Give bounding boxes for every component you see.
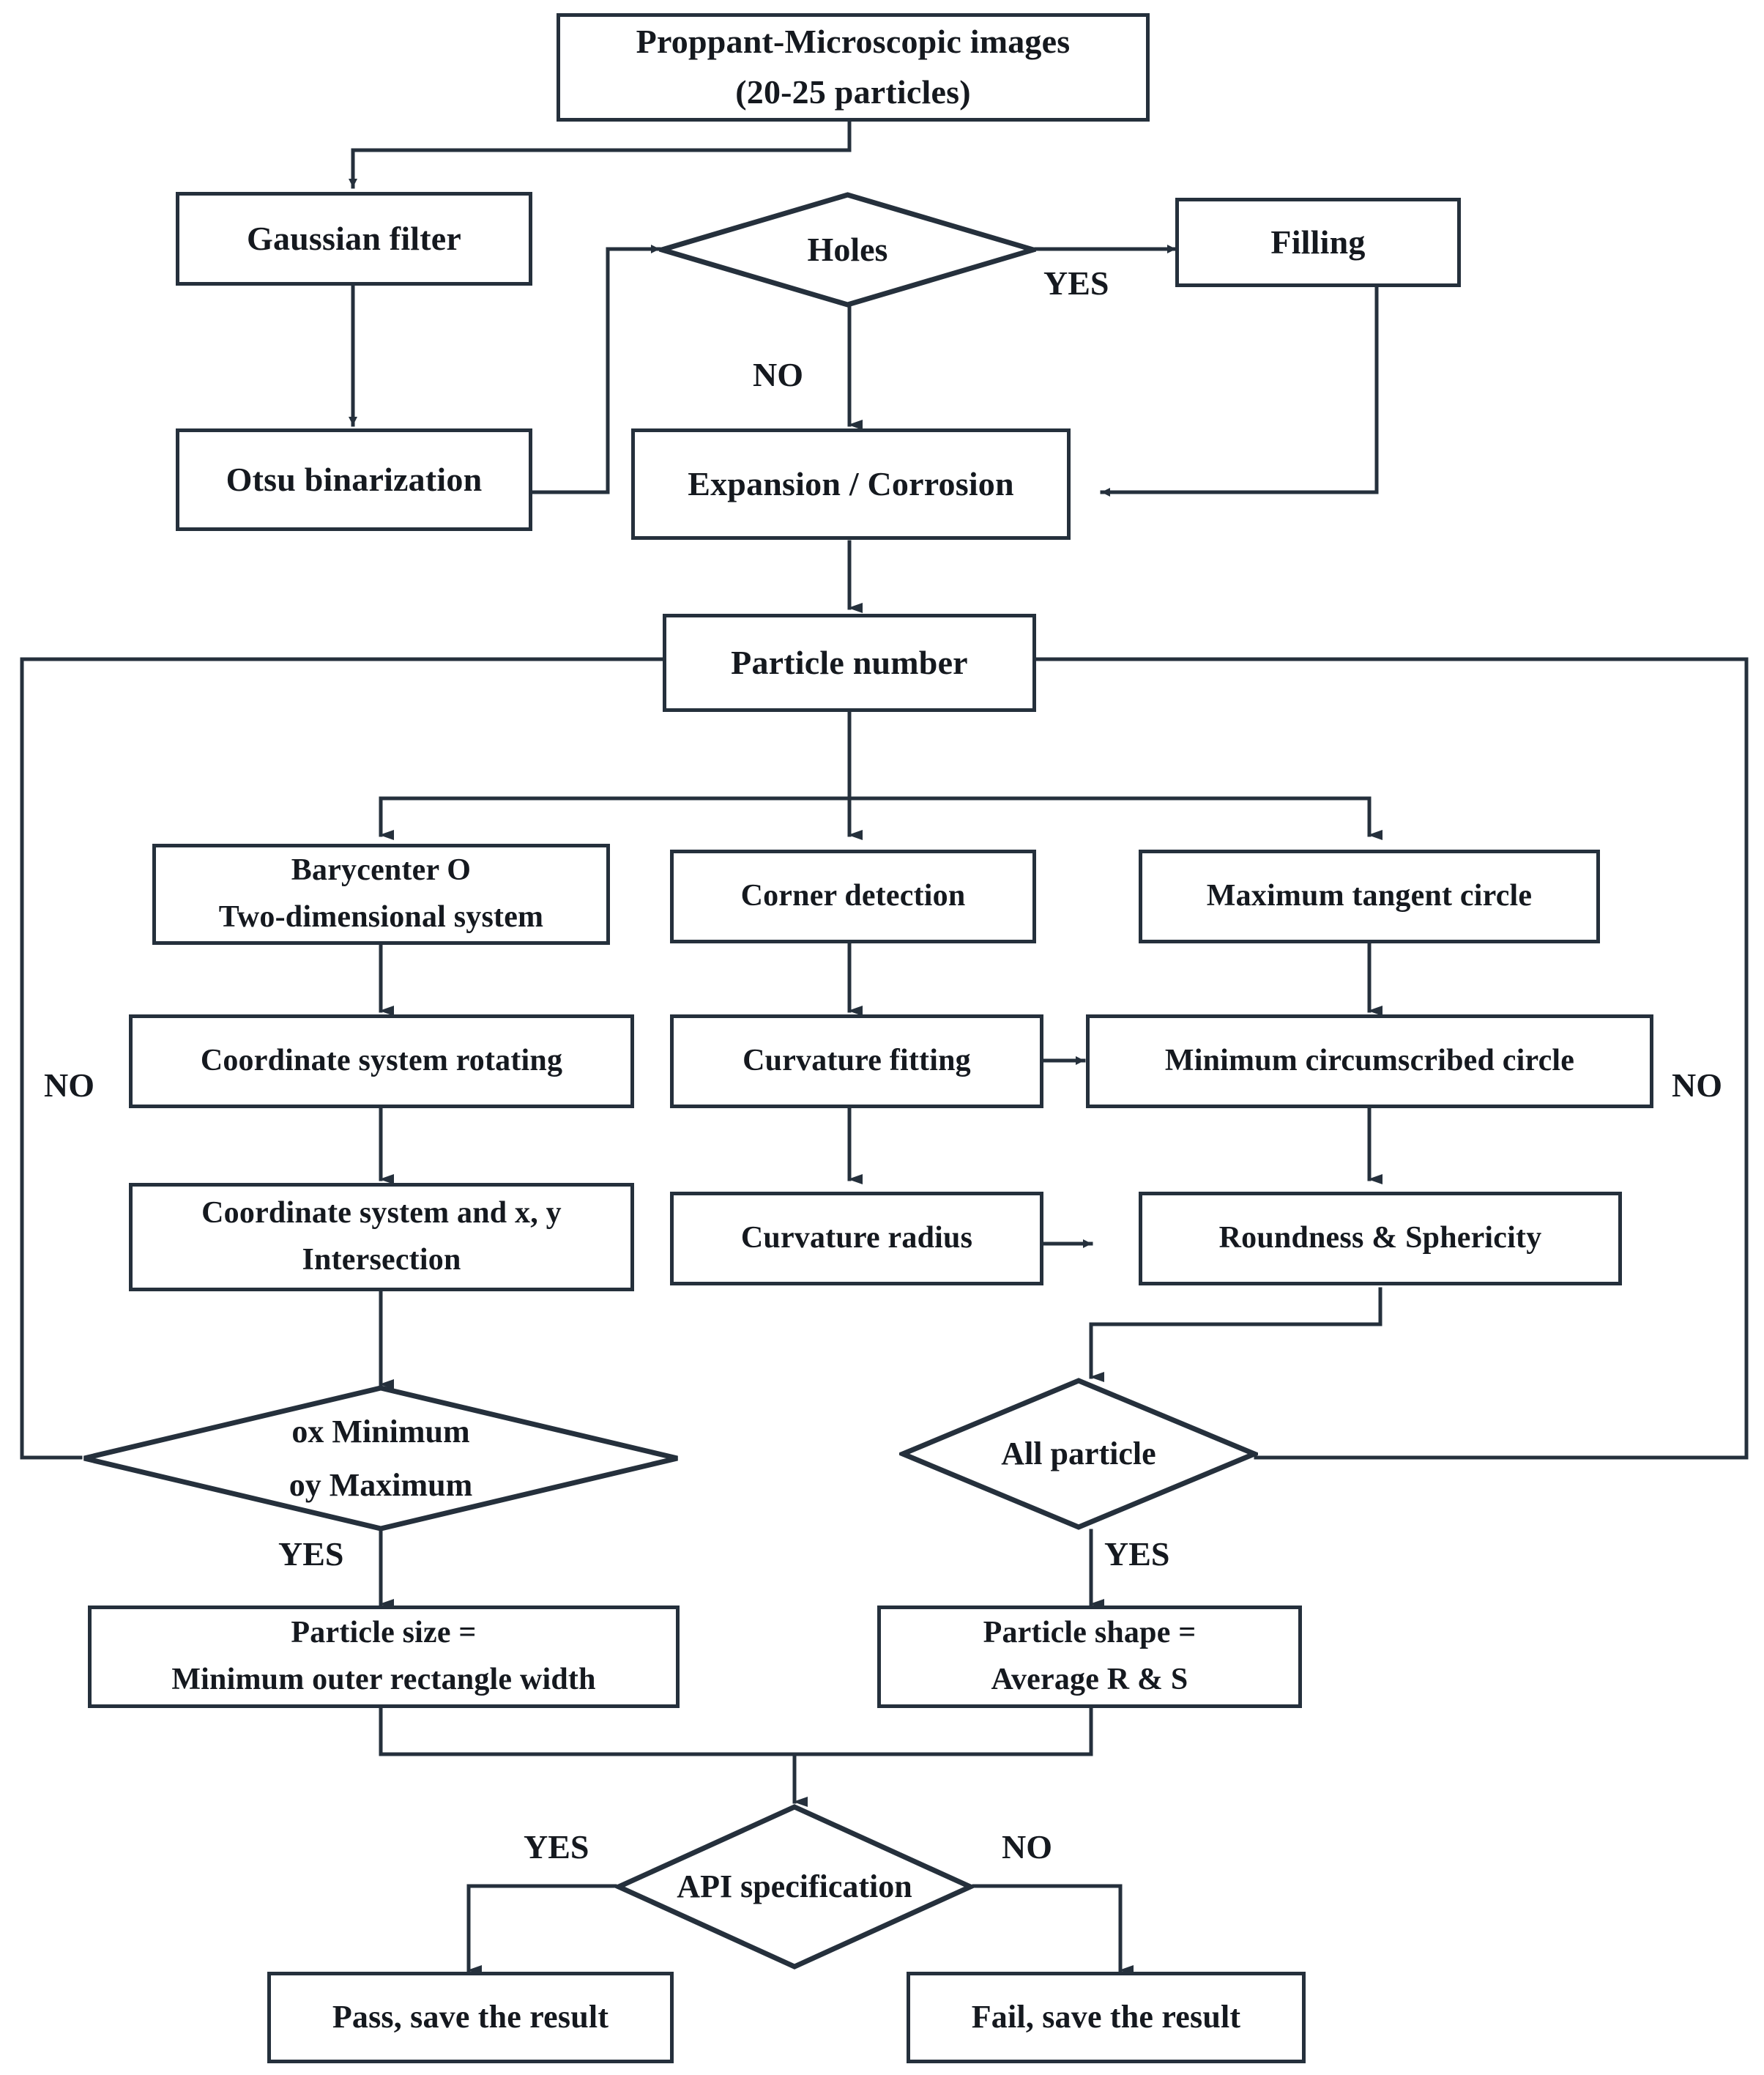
filling-label: Filling xyxy=(1270,223,1366,261)
node-barycenter[interactable]: Barycenter O Two-dimensional system xyxy=(152,844,610,945)
holes-label: Holes xyxy=(807,231,888,269)
node-particle-size[interactable]: Particle size = Minimum outer rectangle … xyxy=(88,1606,680,1708)
barycenter-line1: Barycenter O xyxy=(291,853,472,888)
edge-label-right-loop-no: NO xyxy=(1672,1066,1722,1104)
node-max-tangent-circle[interactable]: Maximum tangent circle xyxy=(1139,850,1600,943)
decision-all-particle[interactable]: All particle xyxy=(899,1377,1258,1531)
roundness-sphericity-label: Roundness & Sphericity xyxy=(1218,1221,1542,1255)
particle-shape-line1: Particle shape = xyxy=(983,1616,1197,1650)
fail-result-label: Fail, save the result xyxy=(971,1999,1241,2035)
edge-label-api-yes: YES xyxy=(524,1828,589,1866)
node-roundness-sphericity[interactable]: Roundness & Sphericity xyxy=(1139,1192,1622,1285)
api-specification-label: API specification xyxy=(677,1868,912,1905)
edge-label-holes-yes: YES xyxy=(1043,264,1109,302)
node-particle-number[interactable]: Particle number xyxy=(663,614,1036,712)
node-curvature-fitting[interactable]: Curvature fitting xyxy=(670,1014,1043,1108)
node-corner-detection[interactable]: Corner detection xyxy=(670,850,1036,943)
particle-size-line1: Particle size = xyxy=(291,1616,477,1650)
pass-result-label: Pass, save the result xyxy=(332,1999,609,2035)
coordinate-intersection-line2: Intersection xyxy=(302,1243,461,1277)
node-particle-shape[interactable]: Particle shape = Average R & S xyxy=(877,1606,1302,1708)
node-curvature-radius[interactable]: Curvature radius xyxy=(670,1192,1043,1285)
node-pass-result[interactable]: Pass, save the result xyxy=(267,1972,674,2063)
coordinate-rotating-label: Coordinate system rotating xyxy=(200,1044,563,1078)
ox-oy-line1: ox Minimum xyxy=(291,1413,470,1449)
all-particle-label: All particle xyxy=(1001,1436,1156,1472)
max-tangent-circle-label: Maximum tangent circle xyxy=(1206,879,1533,913)
particle-number-label: Particle number xyxy=(731,643,968,681)
edge-label-api-no: NO xyxy=(1002,1828,1052,1866)
ox-oy-line2: oy Maximum xyxy=(289,1467,473,1503)
source-images-line2: (20-25 particles) xyxy=(735,73,971,111)
diamond-shape xyxy=(615,1803,974,1970)
node-fail-result[interactable]: Fail, save the result xyxy=(907,1972,1306,2063)
edge-label-all-particle-yes: YES xyxy=(1104,1535,1170,1573)
edge-label-holes-no: NO xyxy=(753,356,803,393)
node-otsu-binarization[interactable]: Otsu binarization xyxy=(176,428,532,531)
decision-ox-oy[interactable]: ox Minimum oy Maximum xyxy=(81,1384,681,1532)
node-coordinate-intersection[interactable]: Coordinate system and x, y Intersection xyxy=(129,1183,634,1291)
particle-size-line2: Minimum outer rectangle width xyxy=(171,1663,596,1696)
min-circumscribed-circle-label: Minimum circumscribed circle xyxy=(1164,1044,1575,1078)
edge-label-ox-yes: YES xyxy=(278,1535,344,1573)
node-coordinate-rotating[interactable]: Coordinate system rotating xyxy=(129,1014,634,1108)
coordinate-intersection-line1: Coordinate system and x, y xyxy=(201,1196,562,1230)
node-min-circumscribed-circle[interactable]: Minimum circumscribed circle xyxy=(1086,1014,1653,1108)
corner-detection-label: Corner detection xyxy=(740,879,966,913)
gaussian-filter-label: Gaussian filter xyxy=(246,219,462,257)
otsu-label: Otsu binarization xyxy=(226,460,483,498)
node-expansion-corrosion[interactable]: Expansion / Corrosion xyxy=(631,428,1071,540)
node-filling[interactable]: Filling xyxy=(1175,198,1461,287)
expansion-corrosion-label: Expansion / Corrosion xyxy=(688,464,1014,502)
curvature-radius-label: Curvature radius xyxy=(740,1221,973,1255)
barycenter-line2: Two-dimensional system xyxy=(218,900,544,934)
decision-api-specification[interactable]: API specification xyxy=(615,1803,974,1970)
curvature-fitting-label: Curvature fitting xyxy=(743,1044,971,1078)
edge-label-left-loop-no: NO xyxy=(44,1066,94,1104)
particle-shape-line2: Average R & S xyxy=(991,1663,1188,1696)
node-gaussian-filter[interactable]: Gaussian filter xyxy=(176,192,532,286)
node-source-images[interactable]: Proppant-Microscopic images (20-25 parti… xyxy=(557,13,1150,122)
diamond-shape xyxy=(81,1384,681,1532)
source-images-line1: Proppant-Microscopic images xyxy=(636,23,1071,61)
decision-holes[interactable]: Holes xyxy=(659,192,1036,308)
